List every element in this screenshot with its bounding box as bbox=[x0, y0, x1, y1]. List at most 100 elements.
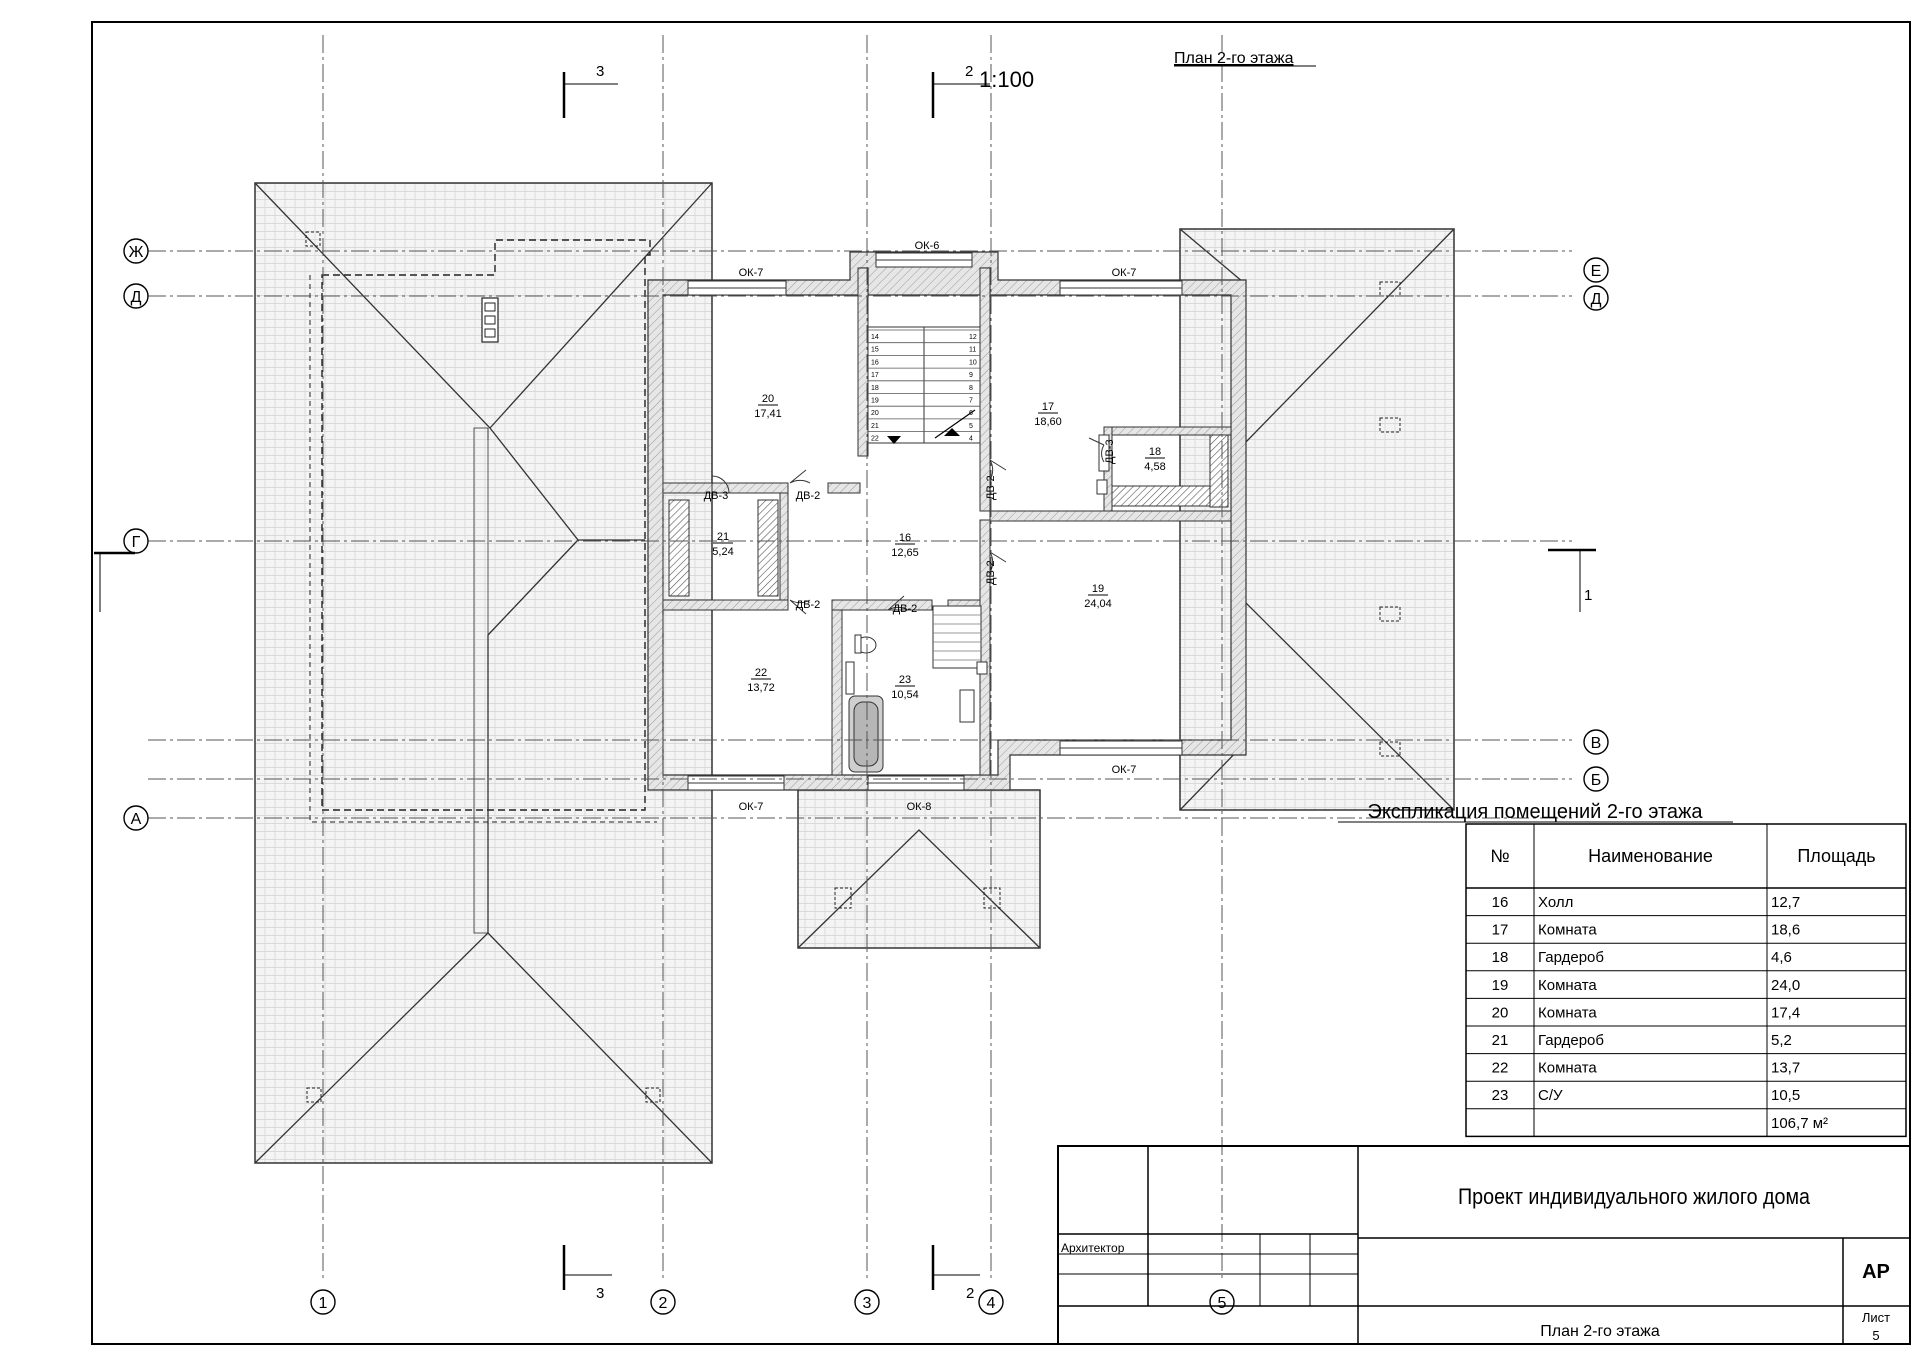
section-label-3-bottom: 3 bbox=[596, 1285, 604, 1302]
window-label: ОК-7 bbox=[739, 267, 764, 279]
explication-header: Площадь bbox=[1797, 846, 1875, 866]
sheet-frame bbox=[91, 21, 1911, 1345]
svg-text:4,58: 4,58 bbox=[1144, 461, 1165, 473]
axis-marker-4: 4 bbox=[978, 1289, 1004, 1315]
explication-cell-num: 18 bbox=[1492, 949, 1509, 966]
svg-text:А: А bbox=[131, 811, 142, 828]
stair-step-number: 19 bbox=[871, 398, 879, 405]
svg-text:5: 5 bbox=[1218, 1295, 1227, 1312]
stair-step-number: 6 bbox=[969, 410, 973, 417]
stair-step-number: 11 bbox=[969, 347, 976, 354]
door-label: ДВ-2 bbox=[985, 560, 997, 585]
explication-title: Экспликация помещений 2-го этажа bbox=[1367, 801, 1703, 823]
explication-cell-area: 24,0 bbox=[1771, 977, 1800, 994]
explication-cell-name: Комната bbox=[1538, 1004, 1597, 1021]
svg-text:3: 3 bbox=[863, 1295, 872, 1312]
section-label-2-top: 2 bbox=[965, 63, 973, 80]
explication-cell-num: 17 bbox=[1492, 922, 1509, 939]
stair-step-number: 18 bbox=[871, 385, 879, 392]
room-label-21: 215,24 bbox=[712, 531, 733, 558]
room-label-16: 16 12,65 bbox=[891, 532, 919, 559]
explication-cell-name: Комната bbox=[1538, 922, 1597, 939]
axis-marker-2: 2 bbox=[650, 1289, 676, 1315]
door-label: ДВ-2 bbox=[796, 490, 821, 502]
staircase bbox=[867, 326, 981, 444]
stair-step-number: 17 bbox=[871, 372, 879, 379]
svg-text:17,41: 17,41 bbox=[754, 408, 782, 420]
section-label-2-bottom: 2 bbox=[966, 1285, 974, 1302]
svg-text:2: 2 bbox=[659, 1295, 668, 1312]
section-mark-3-top bbox=[562, 72, 618, 118]
explication-cell-num: 23 bbox=[1492, 1087, 1509, 1104]
svg-text:20: 20 bbox=[762, 393, 774, 405]
svg-text:16: 16 bbox=[899, 532, 911, 544]
stair-step-number: 10 bbox=[969, 359, 977, 366]
axis-marker-v: В bbox=[1583, 729, 1609, 755]
axis-marker-a: А bbox=[123, 805, 149, 831]
doc-code: АР bbox=[1862, 1261, 1890, 1283]
axis-marker-d-right: Д bbox=[1583, 285, 1609, 311]
svg-text:22: 22 bbox=[755, 667, 767, 679]
plan-scale: 1:100 bbox=[979, 67, 1034, 92]
project-name: Проект индивидуального жилого дома bbox=[1458, 1184, 1811, 1209]
explication-cell-num: 21 bbox=[1492, 1032, 1509, 1049]
explication-cell-area: 4,6 bbox=[1771, 949, 1792, 966]
sheet-label: Лист bbox=[1862, 1310, 1890, 1325]
svg-text:Ж: Ж bbox=[129, 244, 144, 261]
svg-text:24,04: 24,04 bbox=[1084, 598, 1112, 610]
stair-step-number: 21 bbox=[871, 423, 879, 430]
door-label: ДВ-3 bbox=[704, 490, 729, 502]
architect-role: Архитектор bbox=[1061, 1241, 1125, 1255]
svg-text:18: 18 bbox=[1149, 446, 1161, 458]
stair-step-number: 7 bbox=[969, 398, 973, 405]
explication-total: 106,7 м² bbox=[1771, 1115, 1828, 1132]
door-label: ДВ-2 bbox=[985, 475, 997, 500]
svg-text:Г: Г bbox=[132, 534, 141, 551]
explication-cell-name: Комната bbox=[1538, 977, 1597, 994]
window-label: ОК-6 bbox=[915, 240, 940, 252]
sheet-number: 5 bbox=[1872, 1328, 1879, 1343]
door-label: ДВ-2 bbox=[796, 599, 821, 611]
section-mark-3-bottom bbox=[562, 1245, 612, 1290]
explication-cell-area: 17,4 bbox=[1771, 1004, 1800, 1021]
door-label: ДВ-3 bbox=[1104, 439, 1116, 464]
stair-step-number: 12 bbox=[969, 334, 977, 341]
svg-text:12,65: 12,65 bbox=[891, 547, 919, 559]
section-mark-2-top bbox=[931, 72, 990, 118]
explication-cell-area: 10,5 bbox=[1771, 1087, 1800, 1104]
bathroom-fixtures bbox=[845, 434, 1110, 773]
axis-marker-d-left: Д bbox=[123, 283, 149, 309]
explication-cell-name: Холл bbox=[1538, 894, 1573, 911]
svg-text:Д: Д bbox=[131, 289, 142, 306]
stair-step-number: 8 bbox=[969, 385, 973, 392]
svg-text:Б: Б bbox=[1591, 772, 1602, 789]
stair-step-number: 9 bbox=[969, 372, 973, 379]
window-label: ОК-8 bbox=[907, 801, 932, 813]
axis-marker-3: 3 bbox=[854, 1289, 880, 1315]
svg-text:10,54: 10,54 bbox=[891, 689, 919, 701]
window-label: ОК-7 bbox=[1112, 267, 1137, 279]
svg-text:18,60: 18,60 bbox=[1034, 416, 1062, 428]
explication-cell-area: 13,7 bbox=[1771, 1060, 1800, 1077]
axis-marker-e: Е bbox=[1583, 257, 1609, 283]
stair-step-number: 5 bbox=[969, 423, 973, 430]
axis-marker-g: Г bbox=[123, 528, 149, 554]
axis-marker-1: 1 bbox=[310, 1289, 336, 1315]
roof-porch bbox=[797, 789, 1041, 949]
explication-cell-name: Комната bbox=[1538, 1060, 1597, 1077]
explication-header: Наименование bbox=[1588, 846, 1713, 866]
section-mark-1 bbox=[1548, 548, 1596, 612]
roof-left bbox=[254, 182, 713, 1164]
section-mark-2-bottom bbox=[931, 1245, 980, 1290]
explication-cell-name: С/У bbox=[1538, 1087, 1563, 1104]
svg-text:21: 21 bbox=[717, 531, 729, 543]
stair-step-number: 22 bbox=[871, 436, 879, 443]
window-label: ОК-7 bbox=[1112, 764, 1137, 776]
window-label: ОК-7 bbox=[739, 801, 764, 813]
